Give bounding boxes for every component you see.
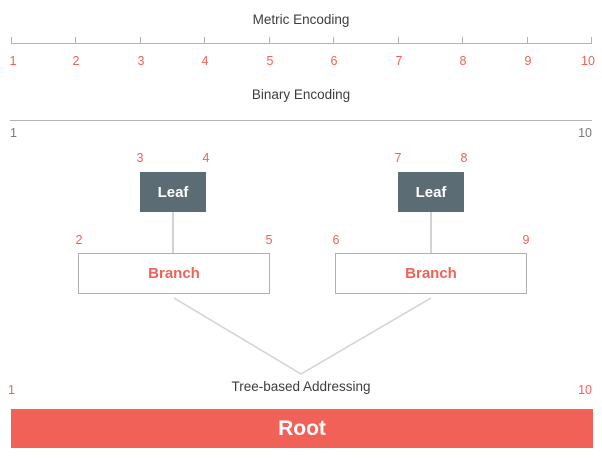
metric-tick-label: 9 [524, 54, 532, 68]
branch-1-start-label: 2 [75, 233, 83, 247]
metric-tick-label: 7 [395, 54, 403, 68]
branch-node-1: 2 5 Branch [76, 234, 272, 294]
metric-tick-label: 6 [330, 54, 338, 68]
ruler-tick [140, 37, 141, 44]
metric-tick-label: 10 [581, 54, 595, 68]
binary-start-label: 1 [10, 126, 17, 140]
leaf-1-start-label: 3 [136, 151, 144, 165]
metric-ruler-line [11, 43, 591, 44]
leaf-node-2: 7 8 Leaf [395, 152, 467, 212]
metric-tick-label: 1 [9, 54, 17, 68]
leaf-2-end-label: 8 [460, 151, 468, 165]
metric-encoding-title: Metric Encoding [252, 12, 350, 27]
ruler-tick [333, 37, 334, 44]
connector-leaf2-branch2 [430, 212, 432, 253]
connector-leaf1-branch1 [172, 212, 174, 253]
branch-2-end-label: 9 [522, 233, 530, 247]
leaf-1-end-label: 4 [202, 151, 210, 165]
leaf-2-start-label: 7 [394, 151, 402, 165]
ruler-tick [75, 37, 76, 44]
root-node: Root [11, 409, 593, 448]
ruler-tick [204, 37, 205, 44]
ruler-tick [269, 37, 270, 44]
branch-1-label: Branch [148, 265, 200, 282]
root-label: Root [278, 416, 326, 440]
metric-tick-label: 4 [201, 54, 209, 68]
ruler-tick [462, 37, 463, 44]
leaf-node-1: 3 4 Leaf [137, 152, 209, 212]
leaf-1-label: Leaf [157, 183, 189, 201]
binary-encoding-title: Binary Encoding [251, 87, 351, 102]
root-end-label: 10 [578, 383, 592, 397]
tree-addressing-title: Tree-based Addressing [231, 379, 371, 394]
branch-node-2: 6 9 Branch [333, 234, 529, 294]
ruler-tick [11, 37, 12, 44]
metric-tick-label: 5 [266, 54, 274, 68]
metric-tick-label: 8 [459, 54, 467, 68]
branch-2-start-label: 6 [332, 233, 340, 247]
root-start-label: 1 [8, 383, 15, 397]
binary-end-label: 10 [578, 126, 592, 140]
ruler-tick [527, 37, 528, 44]
branch-2-label: Branch [405, 265, 457, 282]
metric-tick-label: 3 [137, 54, 145, 68]
branch-1-end-label: 5 [265, 233, 273, 247]
ruler-tick [591, 37, 592, 44]
leaf-2-label: Leaf [415, 183, 447, 201]
metric-tick-label: 2 [72, 54, 80, 68]
binary-encoding-line [10, 120, 592, 121]
ruler-tick [398, 37, 399, 44]
